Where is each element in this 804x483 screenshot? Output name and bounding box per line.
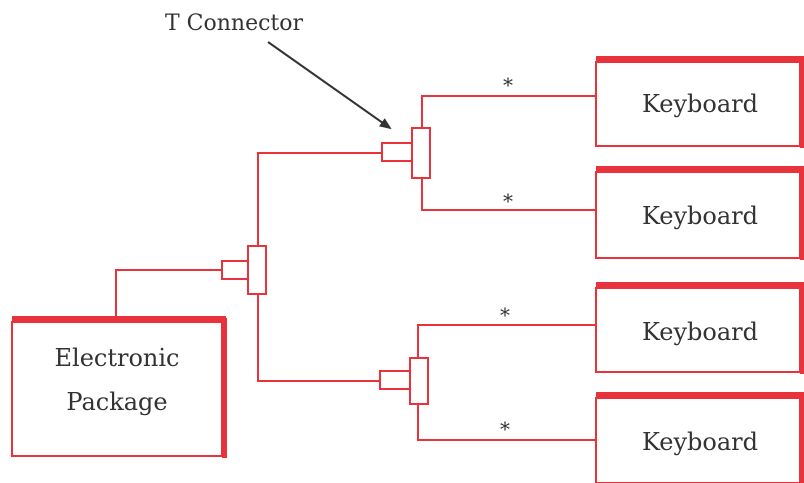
cable-marker-4: *	[500, 417, 510, 441]
cable-keyboard-1	[421, 95, 596, 130]
t-connector-callout: T Connector	[165, 11, 304, 36]
keyboard-box-4: Keyboard	[595, 392, 804, 483]
electronic-package-label-line1: Electronic	[55, 344, 180, 372]
callout-arrow	[267, 41, 392, 130]
electronic-package-label-line2: Package	[66, 388, 167, 416]
t-connectors	[221, 127, 431, 405]
cable-keyboard-4	[417, 404, 596, 441]
cable-keyboard-2	[421, 178, 596, 211]
keyboard-box-1: Keyboard	[595, 56, 804, 148]
keyboard-label-1: Keyboard	[642, 90, 758, 118]
cable-main-to-top-t	[257, 152, 382, 256]
wiring	[115, 95, 596, 441]
keyboard-label-3: Keyboard	[642, 318, 758, 346]
keyboard-label-4: Keyboard	[642, 428, 758, 456]
cable-marker-1: *	[503, 73, 513, 97]
t-connector-top	[381, 127, 431, 179]
t-connector-bottom	[379, 357, 429, 405]
cable-marker-2: *	[503, 189, 513, 213]
keyboard-label-2: Keyboard	[642, 202, 758, 230]
electronic-package-box: Electronic Package	[11, 316, 227, 458]
keyboard-box-3: Keyboard	[595, 282, 804, 374]
cable-main-to-bottom-t	[257, 292, 380, 382]
cable-marker-3: *	[500, 303, 510, 327]
cable-keyboard-3	[417, 324, 596, 360]
keyboard-box-2: Keyboard	[595, 166, 804, 260]
t-connector-main	[221, 245, 267, 295]
cable-package-to-main-t	[115, 269, 222, 318]
